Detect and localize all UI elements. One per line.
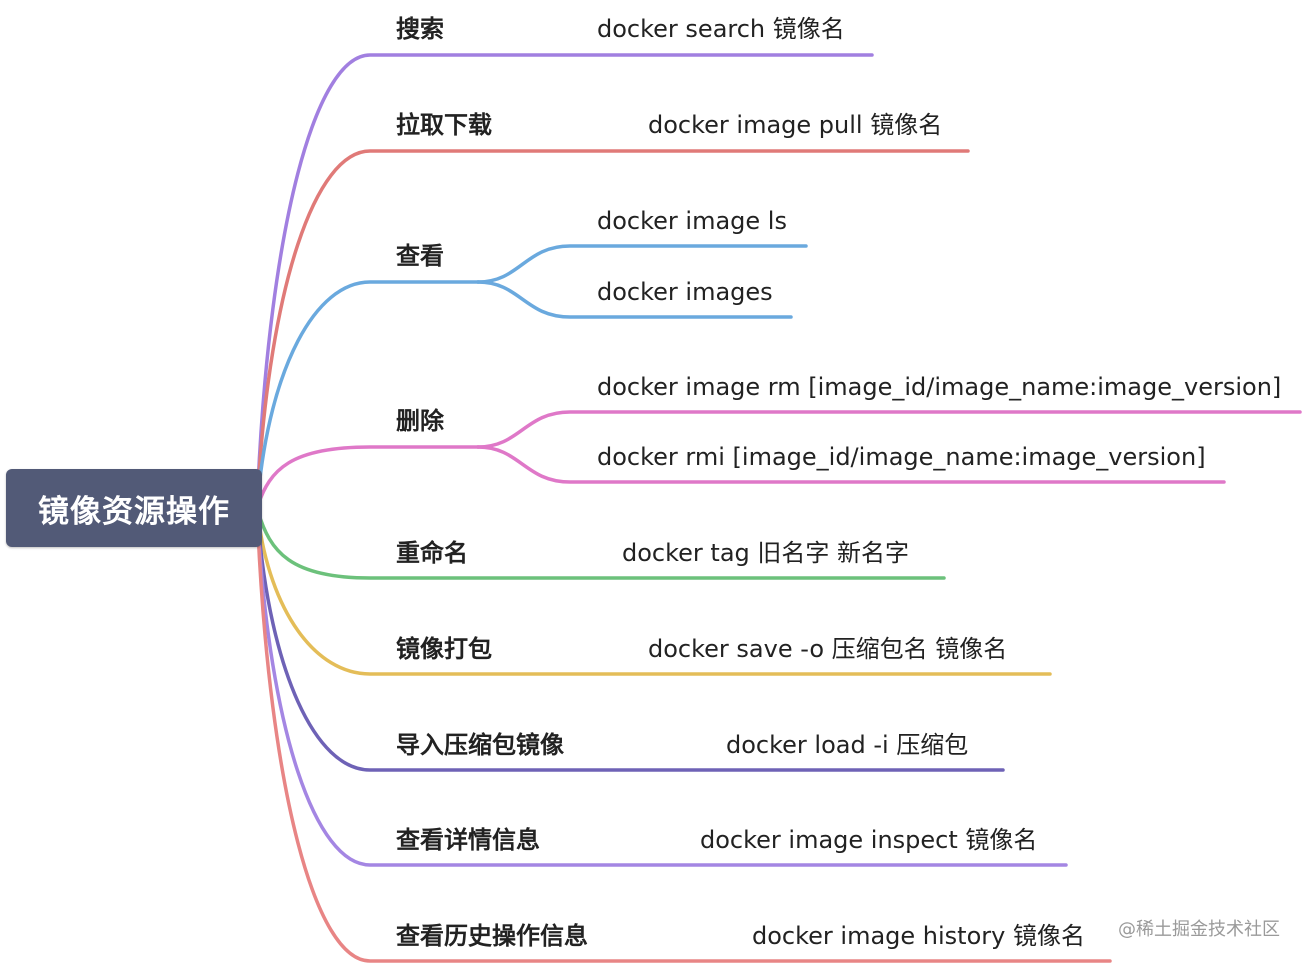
leaf-label-search[interactable]: docker search 镜像名 <box>597 15 845 43</box>
leaf-label-load[interactable]: docker load -i 压缩包 <box>726 731 969 759</box>
leaf-label-image-rm[interactable]: docker image rm [image_id/image_name:ima… <box>597 373 1282 401</box>
branch-label-view[interactable]: 查看 <box>396 242 444 270</box>
watermark: @稀土掘金技术社区 <box>1118 919 1280 940</box>
branch-label-delete[interactable]: 删除 <box>396 407 444 435</box>
connector-1 <box>256 149 970 492</box>
connector-8 <box>256 528 1112 963</box>
branch-label-search[interactable]: 搜索 <box>396 15 444 43</box>
branch-label-pull[interactable]: 拉取下载 <box>396 111 492 139</box>
connector-2-1 <box>476 280 793 319</box>
branch-label-package[interactable]: 镜像打包 <box>396 635 492 663</box>
branch-label-import[interactable]: 导入压缩包镜像 <box>396 731 564 759</box>
connector-4 <box>256 509 946 580</box>
leaf-label-inspect[interactable]: docker image inspect 镜像名 <box>700 826 1038 854</box>
connector-6 <box>256 519 1005 772</box>
connector-0 <box>256 53 874 488</box>
leaf-label-history[interactable]: docker image history 镜像名 <box>752 922 1085 950</box>
connector-3-0 <box>476 410 1302 449</box>
root-node[interactable]: 镜像资源操作 <box>6 469 262 547</box>
leaf-label-image-ls[interactable]: docker image ls <box>597 207 787 235</box>
branch-label-rename[interactable]: 重命名 <box>396 539 468 567</box>
connector-2 <box>256 280 480 499</box>
connector-5 <box>256 514 1052 676</box>
leaf-label-save[interactable]: docker save -o 压缩包名 镜像名 <box>648 635 1008 663</box>
connector-3-1 <box>476 445 1226 484</box>
leaf-label-rmi[interactable]: docker rmi [image_id/image_name:image_ve… <box>597 443 1206 471</box>
leaf-label-tag[interactable]: docker tag 旧名字 新名字 <box>622 539 910 567</box>
root-label: 镜像资源操作 <box>38 493 230 530</box>
branch-label-inspect[interactable]: 查看详情信息 <box>396 826 540 854</box>
leaf-label-images[interactable]: docker images <box>597 278 773 306</box>
leaf-label-pull[interactable]: docker image pull 镜像名 <box>648 111 943 139</box>
connector-7 <box>256 524 1068 867</box>
connector-2-0 <box>476 244 808 284</box>
connector-3 <box>256 445 480 507</box>
branch-label-history[interactable]: 查看历史操作信息 <box>396 922 588 950</box>
